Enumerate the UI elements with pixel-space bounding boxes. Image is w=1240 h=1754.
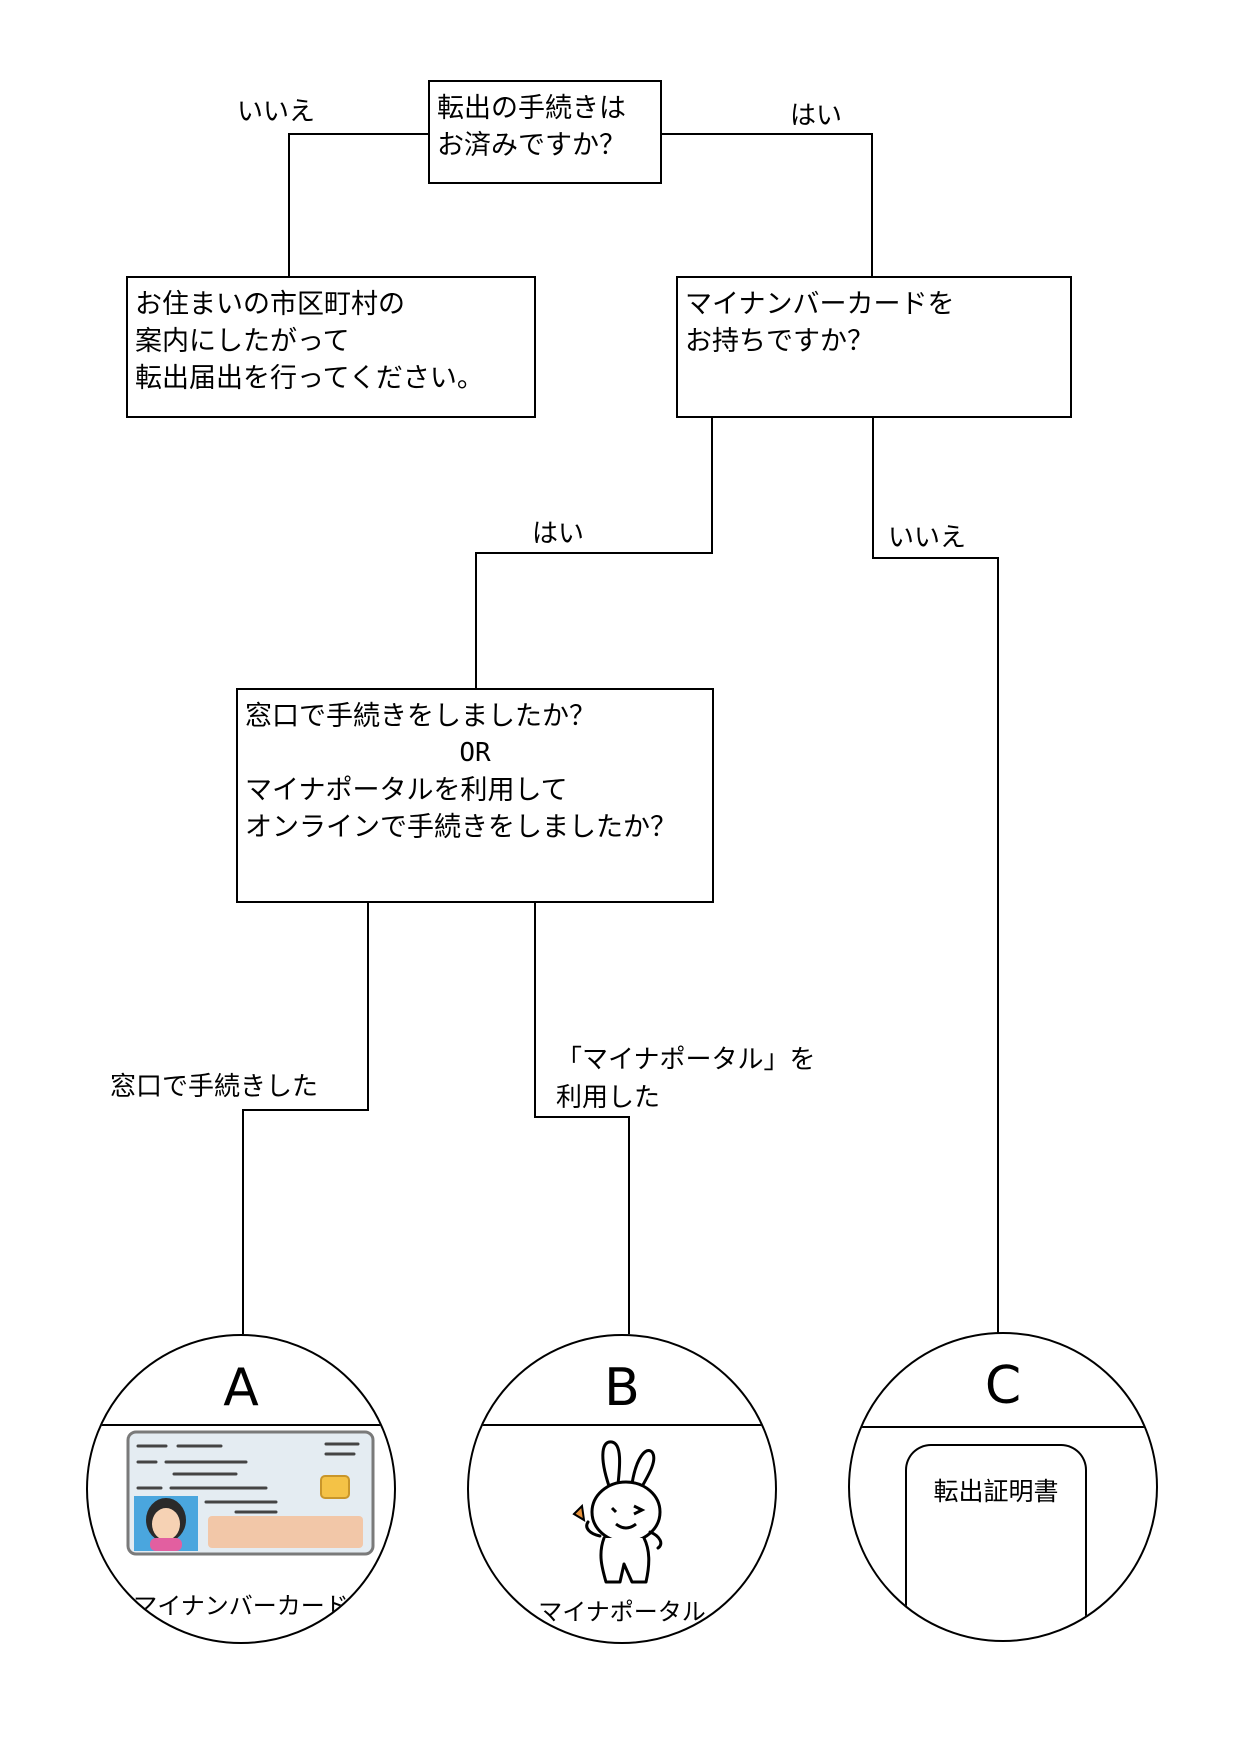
or-text: OR [459,738,491,768]
question-have-mynumber-card: マイナンバーカードを お持ちですか？ [676,276,1072,418]
question-moved-out-done: 転出の手続きは お済みですか？ [428,80,662,184]
connector-q1-yes [660,133,873,278]
label-q3-portal-line1: 「マイナポータル」を [556,1045,816,1075]
label-q3-counter: 窓口で手続きした [110,1072,319,1102]
outcome-caption: 転出証明書 [933,1477,1059,1506]
notice-text-line: 転出届出を行ってください。 [135,363,484,394]
question-text-line: お持ちですか？ [685,326,874,357]
question-how-procedure-done: 窓口で手続きをしましたか？ OR マイナポータルを利用して オンラインで手続きを… [236,688,714,903]
connector-q3-portal [534,903,630,1334]
outcome-divider [469,1424,775,1426]
label-q2-no: いいえ [888,523,967,553]
outcome-b: B マイナポータル [467,1334,777,1644]
outcome-divider [88,1424,394,1426]
outcome-letter: C [984,1356,1022,1416]
outcome-c: C 転出証明書 [848,1332,1158,1642]
certificate-document-icon: 転出証明書 [905,1444,1087,1640]
label-q1-no: いいえ [237,97,316,127]
outcome-letter: B [604,1358,640,1418]
notice-text-line: お住まいの市区町村の [135,289,405,320]
connector-q2-yes [475,418,713,690]
outcome-caption: マイナポータル [538,1598,706,1626]
my-number-card-icon [126,1430,375,1556]
question-text-line: マイナポータルを利用して [245,775,568,806]
outcome-a: A マイナンバーカード [86,1334,396,1644]
label-q1-yes: はい [790,101,843,131]
connector-q2-no [872,418,999,1334]
outcome-divider [850,1426,1156,1428]
outcome-letter: A [223,1358,259,1418]
question-text-line: オンラインで手続きをしましたか？ [245,812,677,843]
label-q3-portal-line2: 利用した [556,1083,661,1113]
label-q2-yes: はい [532,519,585,549]
question-text-line: 窓口で手続きをしましたか？ [245,701,596,732]
question-text-line: マイナンバーカードを [685,289,955,320]
connector-q1-no [288,133,430,280]
mynaportal-rabbit-mascot-icon [572,1440,663,1584]
notice-text-line: 案内にしたがって [135,326,350,357]
notice-submit-moving-out: お住まいの市区町村の 案内にしたがって 転出届出を行ってください。 [126,276,536,418]
connector-q3-counter [242,903,369,1334]
outcome-caption: マイナンバーカード [133,1592,349,1620]
question-text-line: 転出の手続きは [437,93,626,124]
question-text-line: お済みですか？ [437,130,626,161]
